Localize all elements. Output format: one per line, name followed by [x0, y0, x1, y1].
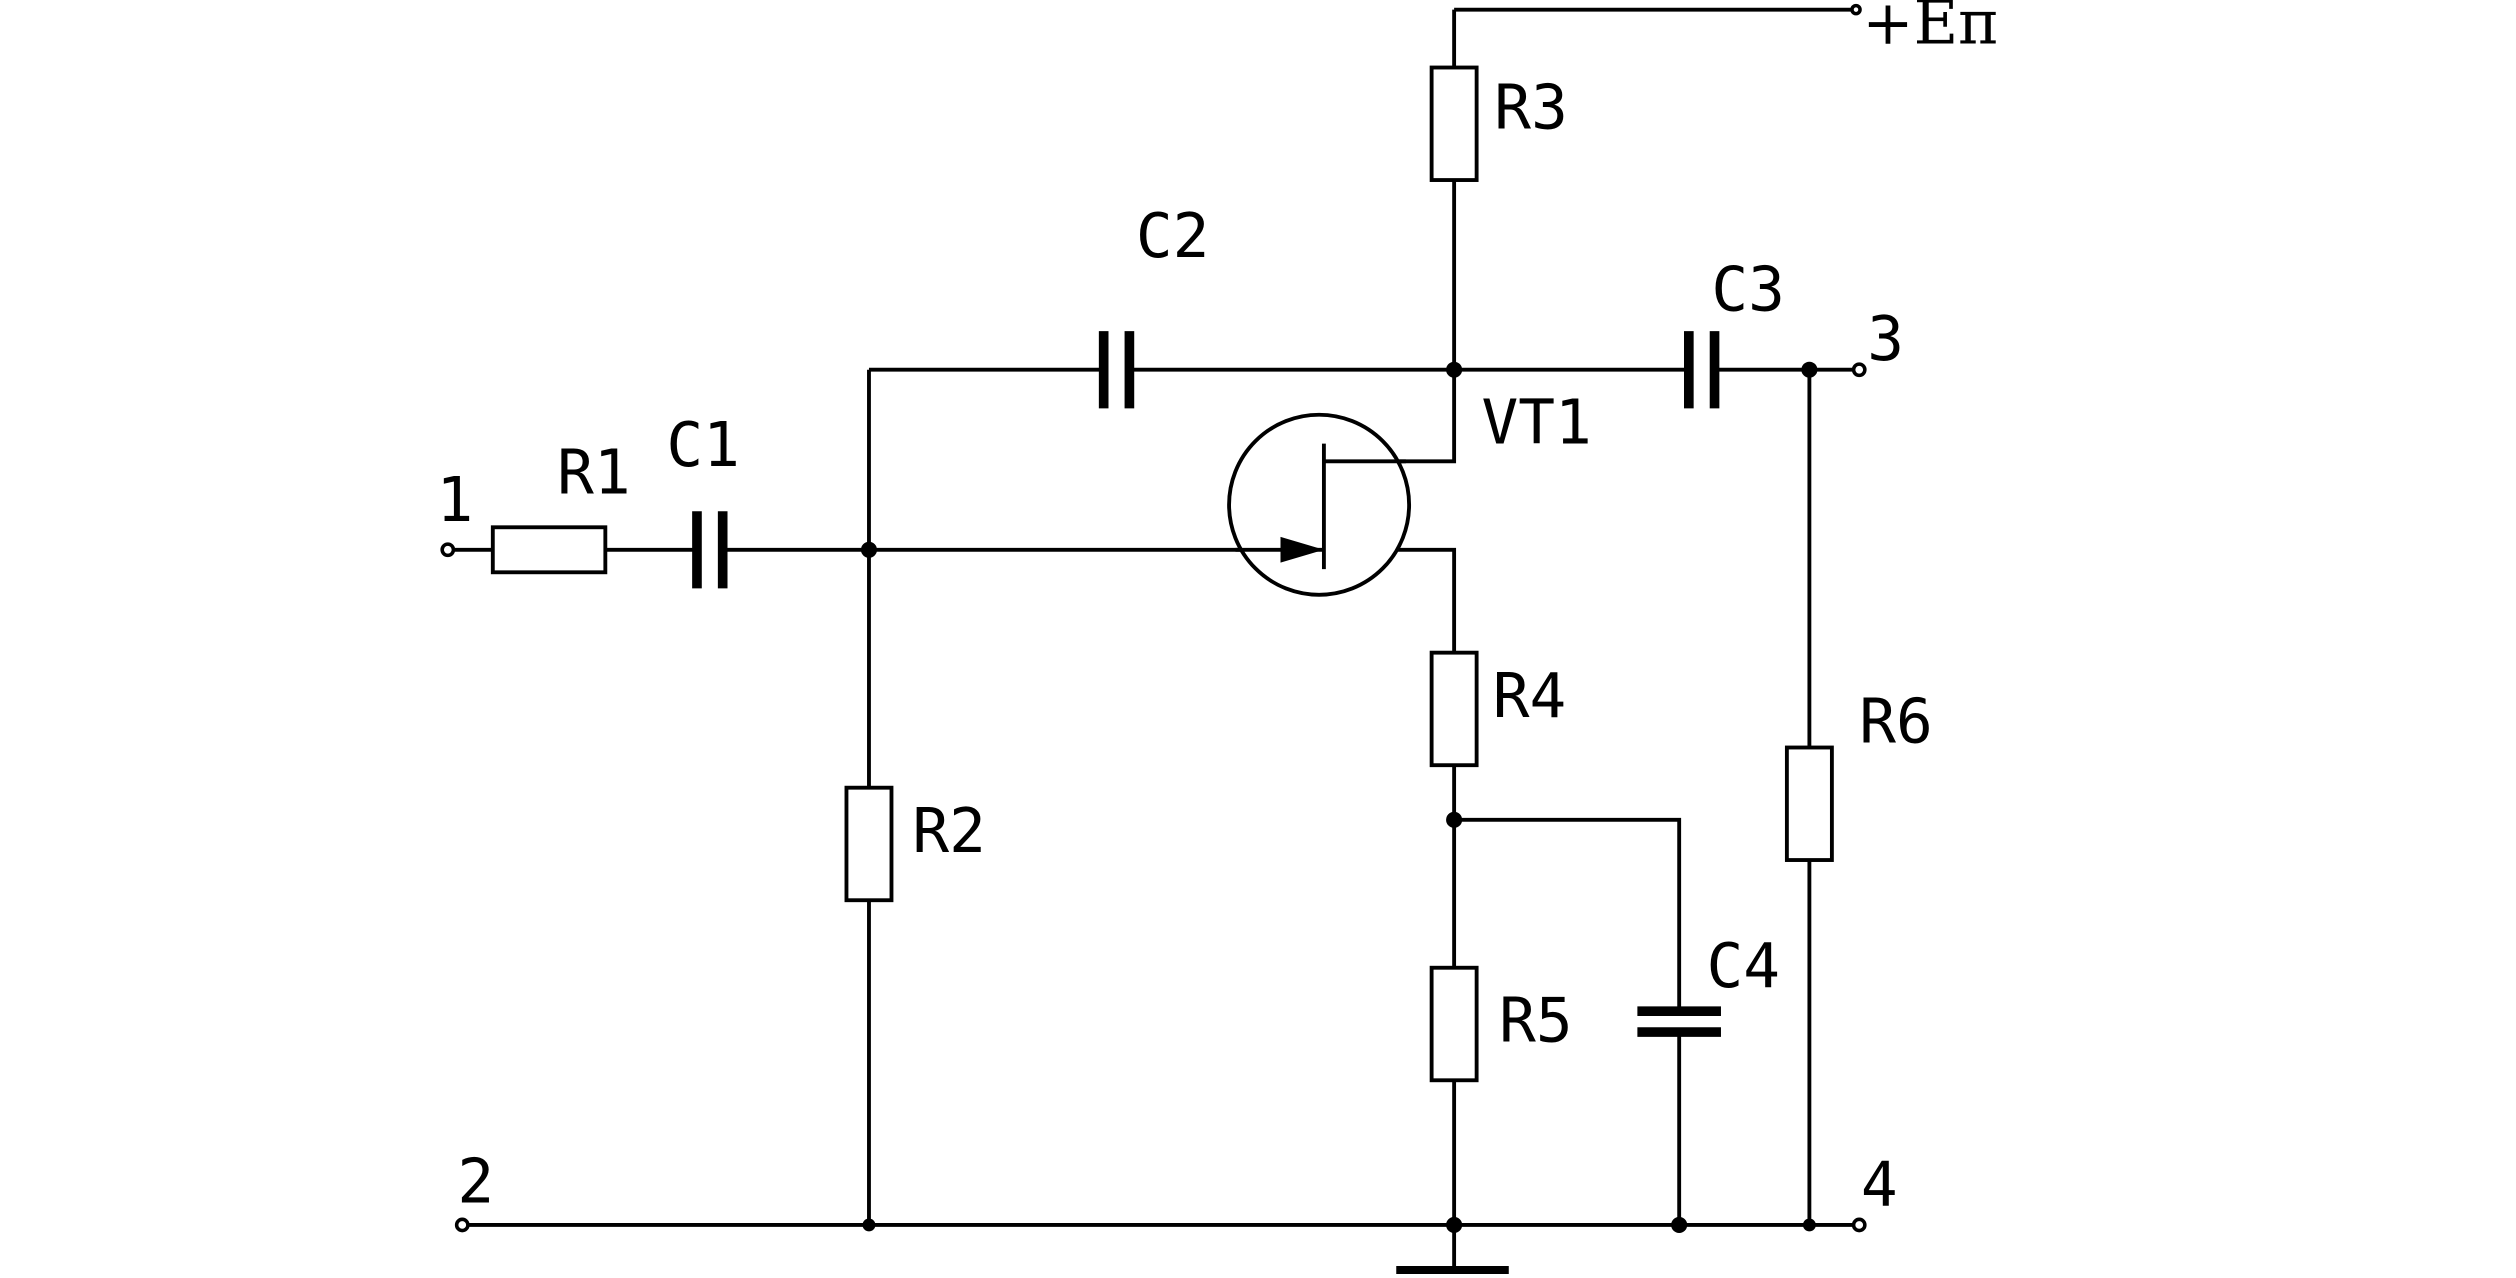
label-r5: R5 — [1499, 986, 1573, 1057]
label-t1: 1 — [437, 465, 474, 536]
label-t3: 3 — [1867, 304, 1904, 375]
capacitor-c3 — [1684, 331, 1720, 409]
capacitor-c1 — [692, 511, 728, 589]
label-t4: 4 — [1861, 1150, 1898, 1221]
capacitor-c4 — [1637, 1006, 1721, 1037]
terminal-4 — [1851, 1217, 1867, 1233]
label-r4: R4 — [1493, 661, 1567, 732]
label-r3: R3 — [1494, 73, 1568, 144]
label-c4: C4 — [1707, 931, 1781, 1002]
wire-feedback — [867, 367, 1455, 550]
resistor-r4 — [1429, 650, 1479, 768]
terminal-2 — [454, 1217, 470, 1233]
gate-arrow-icon — [1280, 536, 1324, 563]
resistor-r2 — [844, 785, 894, 903]
label-c1: C1 — [666, 410, 740, 481]
terminal-supply — [1850, 3, 1862, 16]
label-r1: R1 — [557, 438, 631, 509]
label-c2: C2 — [1136, 201, 1210, 272]
label-supply: +Eп — [1862, 0, 1998, 58]
terminal-1 — [440, 542, 456, 558]
transistor-vt1 — [1227, 412, 1412, 597]
resistor-r1 — [490, 525, 608, 575]
wires — [451, 7, 1857, 1267]
label-t2: 2 — [457, 1146, 494, 1217]
wire-supply — [1452, 7, 1857, 68]
label-c3: C3 — [1711, 254, 1785, 325]
label-r6: R6 — [1859, 687, 1933, 758]
capacitor-c2 — [1098, 331, 1135, 409]
resistor-r5 — [1429, 965, 1479, 1083]
label-r2: R2 — [912, 796, 986, 867]
resistor-r6 — [1784, 745, 1834, 862]
label-vt1: VT1 — [1481, 388, 1591, 459]
wire-r4-r5 — [1452, 765, 1682, 1012]
junctions — [860, 361, 1818, 1233]
resistor-r3 — [1429, 65, 1479, 182]
terminal-3 — [1851, 362, 1867, 378]
